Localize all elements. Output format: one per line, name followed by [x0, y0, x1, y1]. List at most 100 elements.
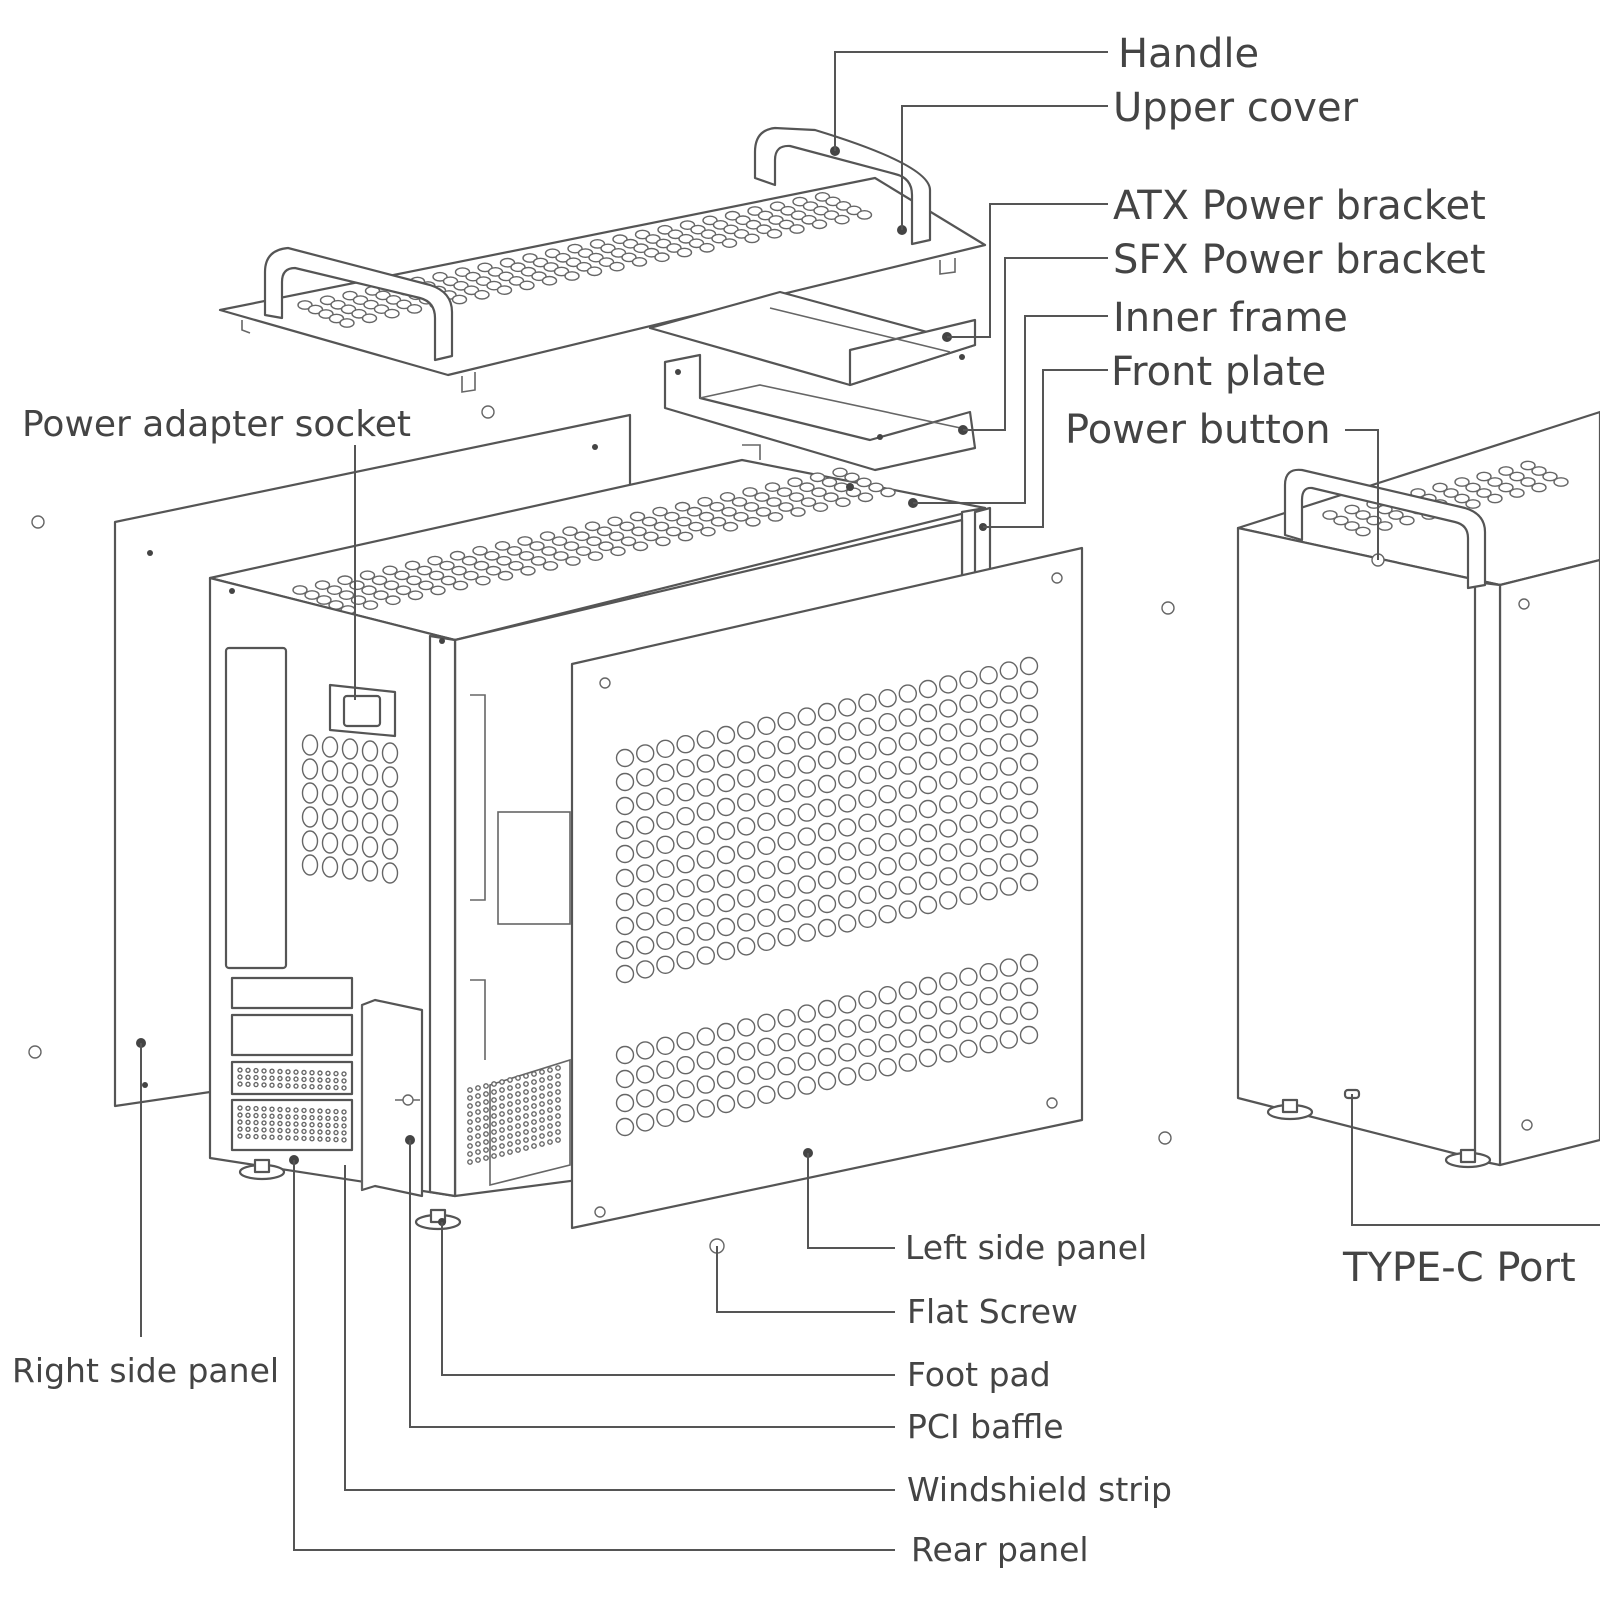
- side-vent-hole: [898, 852, 917, 871]
- top-hole: [494, 541, 511, 551]
- mesh-hole: [499, 1119, 505, 1125]
- cover-hole: [543, 262, 559, 272]
- top-hole: [385, 595, 401, 606]
- assembled-hole: [1465, 482, 1481, 493]
- mesh-hole: [547, 1075, 553, 1081]
- rear-vent-hole: [321, 856, 339, 878]
- top-hole: [643, 531, 659, 542]
- mesh-hole: [333, 1129, 339, 1136]
- side-vent-hole: [676, 1079, 695, 1099]
- cover-hole: [352, 295, 369, 305]
- side-vent-hole: [939, 891, 958, 910]
- side-vent-hole: [939, 996, 958, 1015]
- mesh-hole: [333, 1070, 339, 1077]
- side-vent-hole: [898, 981, 917, 1000]
- top-hole: [835, 497, 851, 508]
- top-hole: [767, 512, 784, 522]
- mesh-hole: [547, 1091, 553, 1097]
- label-upper-cover: Upper cover: [1113, 85, 1359, 131]
- side-vent-hole: [878, 857, 897, 876]
- mesh-hole: [467, 1095, 473, 1101]
- mesh-hole: [317, 1070, 323, 1076]
- cover-hole: [588, 252, 604, 263]
- side-vent-hole: [858, 813, 877, 832]
- side-vent-hole: [959, 886, 978, 905]
- side-vent-hole: [979, 1034, 998, 1054]
- side-vent-hole: [615, 796, 635, 816]
- mesh-hole: [285, 1107, 291, 1113]
- side-vent-hole: [858, 717, 877, 736]
- assembled-hole: [1454, 477, 1470, 487]
- cover-hole: [475, 276, 492, 286]
- side-vent-hole: [777, 736, 796, 755]
- cover-hole: [721, 238, 738, 249]
- side-vent-hole: [636, 768, 655, 787]
- side-vent-hole: [817, 798, 837, 818]
- mesh-hole: [301, 1135, 307, 1142]
- side-vent-hole: [1019, 824, 1039, 844]
- cover-hole: [541, 275, 558, 286]
- cover-hole: [531, 271, 547, 282]
- side-vent-hole: [757, 1037, 776, 1057]
- top-hole: [664, 511, 680, 522]
- mesh-hole: [245, 1067, 251, 1074]
- mesh-hole: [245, 1081, 251, 1088]
- top-hole: [641, 516, 658, 527]
- mesh-hole: [293, 1135, 299, 1141]
- rear-vent-hole: [361, 860, 379, 882]
- side-vent-hole: [696, 778, 715, 797]
- mesh-hole: [293, 1128, 299, 1134]
- mesh-hole: [253, 1081, 259, 1088]
- label-sfx-power-bracket: SFX Power bracket: [1113, 237, 1486, 283]
- mesh-hole: [515, 1123, 521, 1129]
- top-hole: [292, 585, 308, 595]
- cover-hole: [609, 261, 625, 272]
- mesh-hole: [507, 1141, 513, 1147]
- side-vent-hole: [959, 670, 978, 689]
- side-vent-hole: [838, 866, 857, 885]
- side-vent-hole: [656, 739, 675, 758]
- side-vent-hole: [716, 1070, 736, 1090]
- side-vent-hole: [636, 888, 655, 907]
- mesh-hole: [523, 1137, 529, 1143]
- assembled-hole: [1333, 515, 1349, 526]
- label-atx-power-bracket: ATX Power bracket: [1113, 183, 1486, 229]
- side-vent-hole: [757, 764, 776, 783]
- side-vent-hole: [777, 712, 796, 731]
- mesh-hole: [285, 1069, 291, 1075]
- cover-hole: [666, 243, 682, 253]
- side-vent-hole: [757, 788, 776, 807]
- windshield-strip-mesh: [237, 1067, 347, 1143]
- cover-hole: [510, 262, 526, 273]
- side-vent-hole: [1019, 776, 1039, 796]
- mesh-hole: [491, 1113, 497, 1119]
- top-hole: [596, 526, 613, 537]
- side-vent-hole: [797, 707, 816, 726]
- assembled-hole: [1399, 515, 1415, 526]
- side-vent-hole: [636, 816, 655, 835]
- cover-hole: [373, 304, 390, 314]
- side-vent-hole: [999, 877, 1018, 896]
- mesh-hole: [491, 1097, 497, 1103]
- mesh-hole: [507, 1133, 513, 1139]
- mesh-hole: [531, 1079, 537, 1085]
- assembled-hole: [1509, 471, 1525, 482]
- top-hole: [857, 492, 874, 503]
- mesh-hole: [467, 1135, 473, 1141]
- assembled-hole: [1344, 504, 1360, 515]
- mesh-hole: [285, 1121, 291, 1127]
- side-vent-hole: [777, 904, 796, 923]
- cover-hole: [835, 200, 852, 211]
- mesh-hole: [523, 1129, 529, 1135]
- top-hole: [619, 521, 635, 532]
- side-vent-hole: [757, 860, 776, 879]
- mesh-hole: [539, 1093, 545, 1099]
- cover-hole: [780, 205, 796, 216]
- mesh-hole: [293, 1114, 299, 1120]
- mesh-hole: [499, 1143, 505, 1149]
- mesh-hole: [539, 1077, 545, 1083]
- side-vent-hole: [716, 749, 736, 769]
- top-hole: [686, 506, 703, 517]
- mesh-hole: [317, 1077, 323, 1083]
- mesh-hole: [523, 1105, 529, 1111]
